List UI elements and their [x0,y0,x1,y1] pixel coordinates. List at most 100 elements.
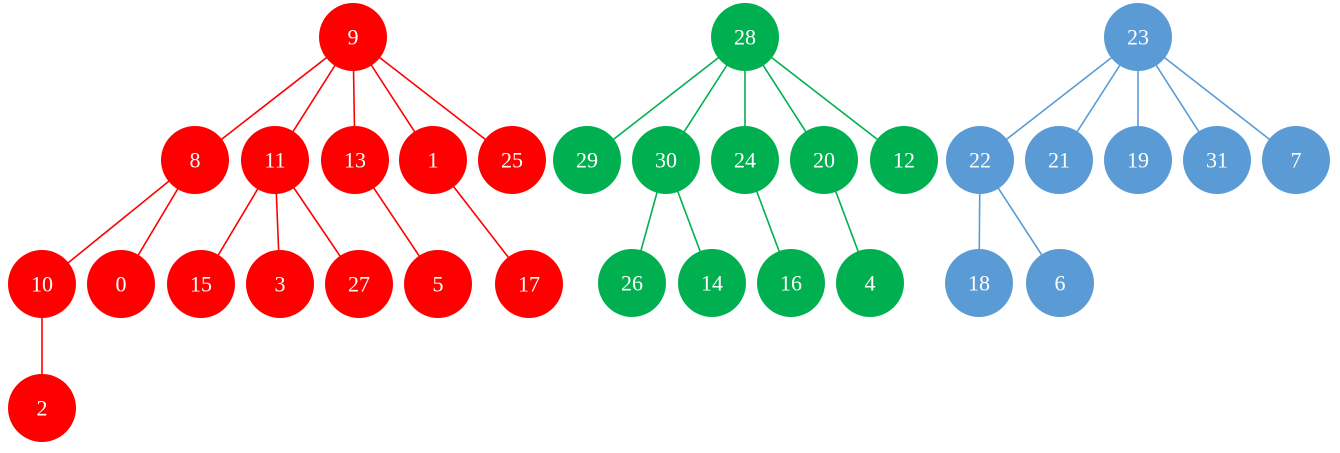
tree-node-15: 15 [167,250,235,318]
tree-node-24: 24 [711,126,779,194]
tree-node-7: 7 [1262,126,1330,194]
tree-node-26: 26 [598,249,666,317]
node-label: 24 [734,148,756,173]
node-label: 27 [348,272,370,297]
node-label: 6 [1055,271,1066,296]
node-label: 0 [116,272,127,297]
node-label: 25 [501,148,523,173]
tree-node-2: 2 [8,374,76,442]
node-label: 17 [518,272,540,297]
node-circle [598,249,666,317]
node-circle [246,250,314,318]
node-label: 28 [734,25,756,50]
tree-node-22: 22 [946,126,1014,194]
tree-node-23: 23 [1104,3,1172,71]
node-circle [321,126,389,194]
node-circle [632,126,700,194]
node-circle [1104,126,1172,194]
node-label: 30 [655,148,677,173]
node-label: 8 [190,148,201,173]
node-circle [1104,3,1172,71]
tree-node-30: 30 [632,126,700,194]
node-circle [1026,249,1094,317]
tree-node-3: 3 [246,250,314,318]
tree-node-16: 16 [757,249,825,317]
tree-node-5: 5 [404,250,472,318]
node-circle [945,249,1013,317]
tree-node-9: 9 [319,3,387,71]
edges-layer [41,36,1297,408]
node-circle [790,126,858,194]
node-circle [161,126,229,194]
tree-node-25: 25 [478,126,546,194]
node-circle [319,3,387,71]
node-circle [8,374,76,442]
node-label: 12 [893,148,915,173]
node-label: 15 [190,272,212,297]
node-label: 13 [344,148,366,173]
node-circle [495,250,563,318]
node-label: 20 [813,148,835,173]
node-circle [404,250,472,318]
node-label: 4 [865,271,876,296]
node-circle [678,249,746,317]
node-circle [711,126,779,194]
node-label: 9 [348,25,359,50]
tree-node-11: 11 [241,126,309,194]
node-label: 22 [969,148,991,173]
tree-node-14: 14 [678,249,746,317]
tree-node-18: 18 [945,249,1013,317]
tree-node-19: 19 [1104,126,1172,194]
tree-node-21: 21 [1025,126,1093,194]
node-circle [836,249,904,317]
node-label: 10 [31,272,53,297]
node-label: 21 [1048,148,1070,173]
node-circle [711,3,779,71]
node-label: 2 [37,396,48,421]
node-circle [553,126,621,194]
tree-node-13: 13 [321,126,389,194]
node-label: 11 [264,148,285,173]
tree-node-1: 1 [399,126,467,194]
node-label: 5 [433,272,444,297]
node-label: 16 [780,271,802,296]
tree-node-28: 28 [711,3,779,71]
node-circle [1183,126,1251,194]
node-circle [870,126,938,194]
tree-node-12: 12 [870,126,938,194]
node-circle [167,250,235,318]
node-circle [1025,126,1093,194]
tree-node-6: 6 [1026,249,1094,317]
node-label: 1 [428,148,439,173]
node-circle [946,126,1014,194]
node-label: 7 [1291,148,1302,173]
tree-node-0: 0 [87,250,155,318]
tree-node-27: 27 [325,250,393,318]
node-circle [399,126,467,194]
node-label: 26 [621,271,643,296]
node-circle [757,249,825,317]
node-label: 31 [1206,148,1228,173]
node-circle [87,250,155,318]
node-label: 23 [1127,25,1149,50]
node-label: 18 [968,271,990,296]
node-circle [8,250,76,318]
node-circle [241,126,309,194]
node-label: 14 [701,271,723,296]
tree-node-31: 31 [1183,126,1251,194]
tree-node-29: 29 [553,126,621,194]
node-circle [478,126,546,194]
node-label: 3 [275,272,286,297]
tree-node-17: 17 [495,250,563,318]
node-label: 19 [1127,148,1149,173]
tree-node-4: 4 [836,249,904,317]
node-circle [325,250,393,318]
node-circle [1262,126,1330,194]
node-label: 29 [576,148,598,173]
tree-node-10: 10 [8,250,76,318]
tree-node-8: 8 [161,126,229,194]
tree-node-20: 20 [790,126,858,194]
